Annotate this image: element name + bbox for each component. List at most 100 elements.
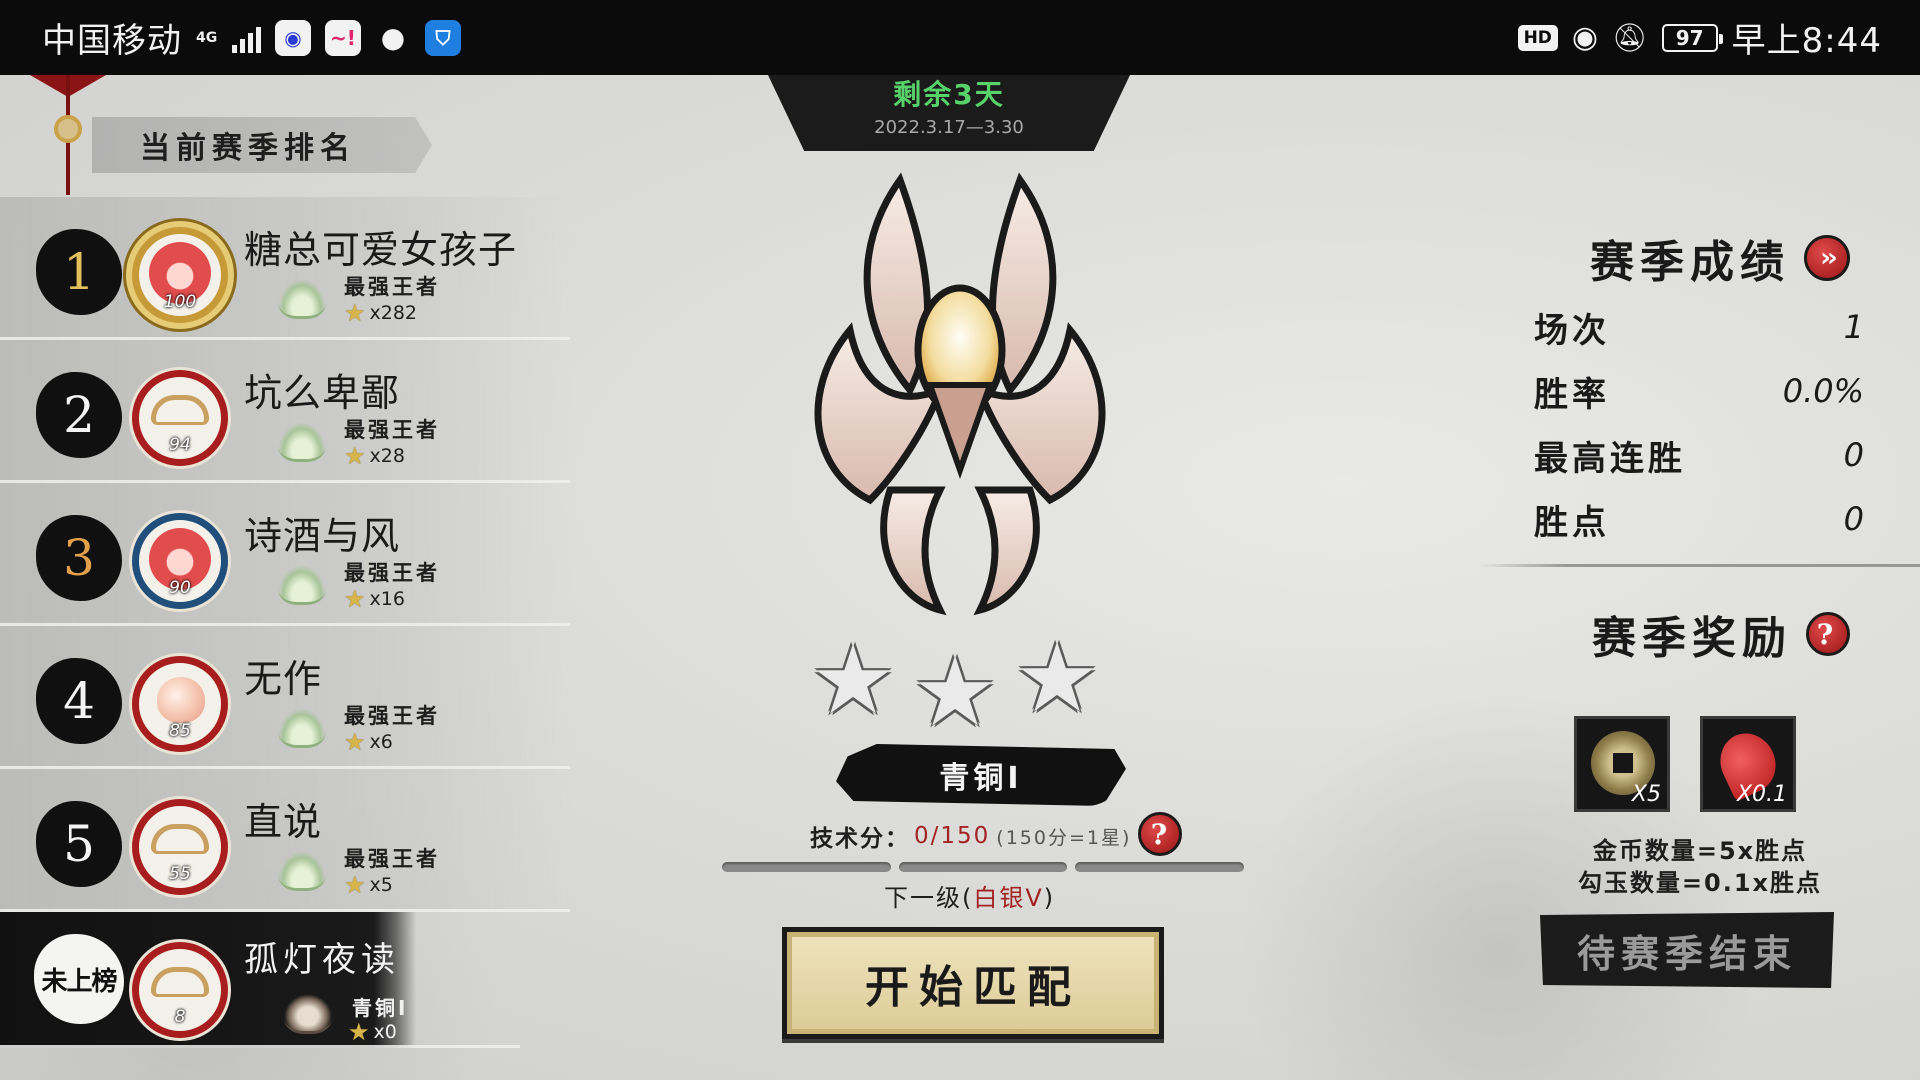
- skill-score-value: 0/150: [914, 823, 991, 849]
- signal-icon: [232, 23, 261, 53]
- rank-number: 3: [36, 515, 122, 601]
- current-tier-banner: 青铜Ⅰ: [836, 744, 1126, 806]
- ranking-row[interactable]: 5 55 直说 最强王者 ★x5: [0, 769, 570, 912]
- stat-value: 0: [1843, 436, 1864, 474]
- status-bar: 中国移动 4G ◉ ~! ● ⛉ HD ◉ 🔕︎ 97 早上8:44: [0, 0, 1920, 75]
- reward-quantity: X5: [1631, 782, 1661, 807]
- tier-emblem-icon: [278, 708, 326, 748]
- divider: [1478, 564, 1920, 567]
- rank-number: 1: [36, 229, 122, 315]
- tier-name: 最强王者: [344, 561, 440, 585]
- avatar-image: [149, 528, 211, 590]
- avatar[interactable]: 94: [132, 370, 228, 466]
- avatar[interactable]: 8: [132, 942, 228, 1038]
- ranking-row[interactable]: 4 85 无作 最强王者 ★x6: [0, 626, 570, 769]
- avatar-level: 94: [169, 435, 191, 455]
- ranking-row[interactable]: 2 94 坑么卑鄙 最强王者 ★x28: [0, 340, 570, 483]
- progress-segment: [722, 862, 891, 872]
- skill-score-label: 技术分：: [810, 826, 910, 852]
- stat-row: 场次 1: [1534, 295, 1864, 359]
- reward-item-magatama[interactable]: X0.1: [1700, 716, 1796, 812]
- rating-stars: ★ ★ ★: [810, 622, 1110, 740]
- shield-icon: ⛉: [425, 19, 461, 56]
- stat-row: 最高连胜 0: [1534, 423, 1864, 487]
- app-notification-icon: ~!: [325, 19, 361, 56]
- avatar-level: 100: [163, 292, 197, 312]
- empty-star-icon: ★: [810, 624, 897, 736]
- star-count: ★x16: [344, 585, 405, 613]
- tier-emblem-icon: [278, 279, 326, 319]
- tier-emblem-icon: [278, 851, 326, 891]
- star-icon: ★: [344, 871, 366, 899]
- rank-number: 5: [36, 801, 122, 887]
- double-chevron-right-icon[interactable]: ››: [1804, 235, 1850, 281]
- progress-segment: [898, 862, 1068, 872]
- help-icon[interactable]: ?: [1138, 812, 1182, 856]
- season-date-range: 2022.3.17—3.30: [874, 117, 1024, 138]
- season-rewards-title: 赛季奖励: [1592, 613, 1792, 664]
- star-count: ★x0: [348, 1018, 397, 1046]
- mute-bell-icon: 🔕︎: [1612, 21, 1648, 54]
- star-count: ★x28: [344, 442, 405, 470]
- stat-label: 胜点: [1534, 502, 1610, 543]
- battery-icon: 97: [1661, 23, 1723, 52]
- reward-quantity: X0.1: [1736, 782, 1787, 807]
- stat-value: 0: [1843, 500, 1864, 538]
- stat-row: 胜率 0.0%: [1534, 359, 1864, 423]
- star-count: ★x5: [344, 871, 393, 899]
- star-icon: ★: [344, 442, 366, 470]
- player-name: 直说: [244, 800, 323, 844]
- stat-value: 1: [1843, 308, 1864, 346]
- avatar-level: 90: [169, 578, 191, 598]
- avatar-level: 55: [169, 864, 191, 884]
- ranking-row[interactable]: 1 100 糖总可爱女孩子 最强王者 ★x282: [0, 197, 570, 340]
- avatar-level: 8: [174, 1007, 186, 1027]
- app-notification-icon: ◉: [275, 19, 311, 56]
- avatar-level: 85: [169, 721, 191, 741]
- season-countdown: 剩余3天 2022.3.17—3.30: [768, 75, 1130, 151]
- coin-icon: [1591, 731, 1655, 795]
- season-rewards-header: 赛季奖励 ?: [1592, 602, 1850, 666]
- eye-icon: ◉: [1571, 20, 1599, 55]
- rank-number: 2: [36, 372, 122, 458]
- await-season-end-button[interactable]: 待赛季结束: [1540, 912, 1834, 988]
- network-type: 4G: [196, 29, 218, 46]
- ranking-header: 当前赛季排名: [0, 75, 460, 195]
- clock: 早上8:44: [1731, 21, 1882, 61]
- rank-number: 4: [36, 658, 122, 744]
- star-icon: ★: [344, 728, 366, 756]
- player-name: 孤灯夜读: [244, 940, 400, 980]
- start-match-button[interactable]: 开始匹配: [782, 927, 1164, 1039]
- reward-formula-coin: 金币数量=5x胜点: [1592, 837, 1808, 865]
- ranking-title: 当前赛季排名: [92, 117, 432, 173]
- star-icon: ★: [344, 299, 366, 327]
- my-ranking-row[interactable]: 未上榜 8 孤灯夜读 青铜Ⅰ ★x0: [0, 912, 520, 1048]
- stat-value: 0.0%: [1782, 372, 1864, 410]
- help-icon[interactable]: ?: [1806, 612, 1850, 656]
- star-count: ★x6: [344, 728, 393, 756]
- stat-label: 场次: [1534, 310, 1610, 351]
- stat-label: 胜率: [1534, 374, 1610, 415]
- season-results-title: 赛季成绩: [1590, 237, 1790, 288]
- skill-score-rule: (150分=1星): [996, 826, 1132, 849]
- star-icon: ★: [344, 585, 366, 613]
- avatar[interactable]: 100: [132, 227, 228, 323]
- skill-progress-bar: [722, 862, 1245, 874]
- star-count: ★x282: [344, 299, 418, 327]
- player-name: 无作: [244, 657, 323, 701]
- ranking-row[interactable]: 3 90 诗酒与风 最强王者 ★x16: [0, 483, 570, 626]
- cloud-icon: [151, 967, 209, 997]
- player-name: 坑么卑鄙: [244, 371, 401, 415]
- avatar[interactable]: 90: [132, 513, 228, 609]
- player-name: 诗酒与风: [244, 514, 401, 558]
- cloud-icon: [151, 395, 209, 425]
- season-stats: 场次 1 胜率 0.0% 最高连胜 0 胜点 0: [1534, 295, 1864, 551]
- empty-star-icon: ★: [1014, 622, 1101, 734]
- penguin-icon: ●: [375, 19, 411, 56]
- avatar[interactable]: 55: [132, 799, 228, 895]
- avatar[interactable]: 85: [132, 656, 228, 752]
- ranking-list[interactable]: 1 100 糖总可爱女孩子 最强王者 ★x282 2 94 坑么卑鄙 最强王者 …: [0, 197, 570, 1048]
- reward-item-coin[interactable]: X5: [1574, 716, 1670, 812]
- tier-name: 最强王者: [344, 704, 440, 728]
- tier-name: 青铜Ⅰ: [352, 996, 409, 1020]
